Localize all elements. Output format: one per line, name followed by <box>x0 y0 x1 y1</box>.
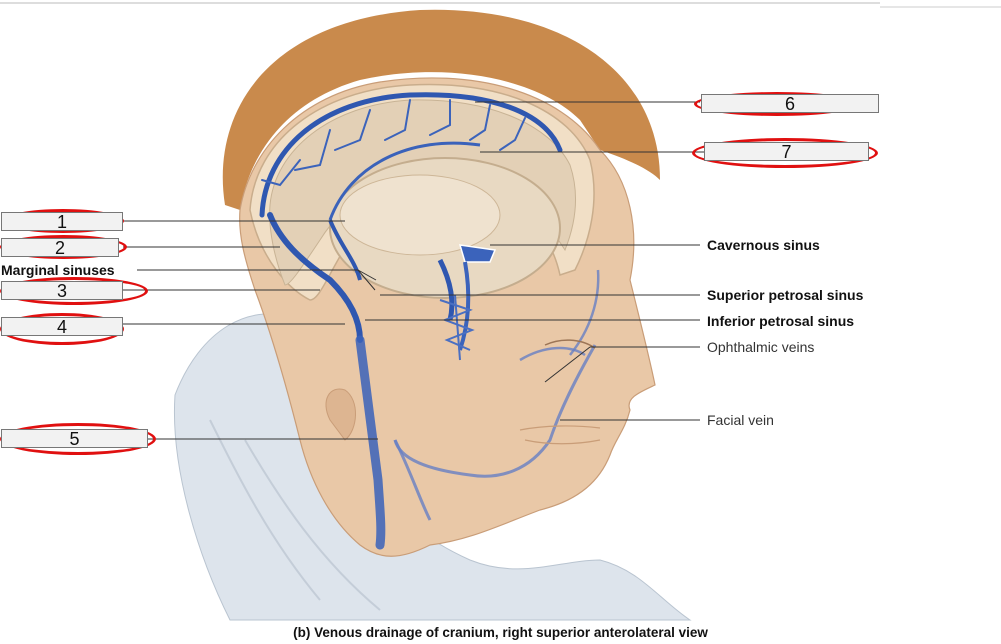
inferior-sagittal-sinus <box>328 141 481 221</box>
superior-sagittal-sinus <box>259 92 563 218</box>
cavernous-region <box>458 244 497 263</box>
answer-box-7[interactable]: 7 <box>704 142 869 162</box>
transverse-sinus <box>267 212 363 343</box>
label-marginal-sinuses: Marginal sinuses <box>1 262 115 278</box>
answer-box-4[interactable]: 4 <box>1 317 123 337</box>
label-ophthalmic-veins: Ophthalmic veins <box>707 339 815 355</box>
answer-box-2[interactable]: 2 <box>1 238 119 258</box>
highlight-ring-7 <box>692 138 878 168</box>
answer-box-3[interactable]: 3 <box>1 281 123 301</box>
answer-box-6[interactable]: 6 <box>701 94 879 114</box>
label-superior-petrosal-sinus: Superior petrosal sinus <box>707 287 864 303</box>
figure-caption: (b) Venous drainage of cranium, right su… <box>293 625 708 640</box>
internal-jugular-vein <box>355 335 386 550</box>
answer-box-5[interactable]: 5 <box>1 429 148 449</box>
label-inferior-petrosal-sinus: Inferior petrosal sinus <box>707 313 855 329</box>
hair-shape <box>222 9 661 211</box>
label-facial-vein: Facial vein <box>707 412 774 428</box>
answer-box-1[interactable]: 1 <box>1 212 123 232</box>
label-cavernous-sinus: Cavernous sinus <box>707 237 820 253</box>
facial-vein-path <box>393 344 597 478</box>
